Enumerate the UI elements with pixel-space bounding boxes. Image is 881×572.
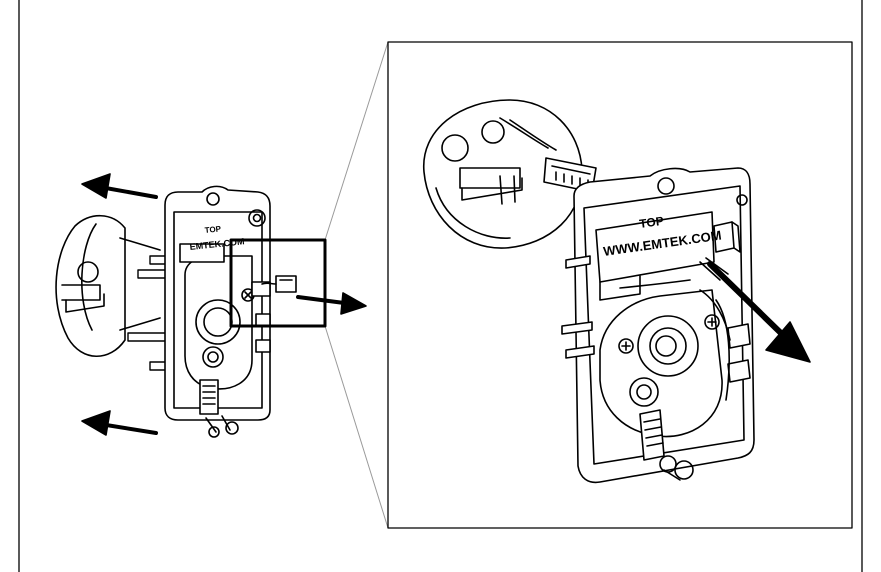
arrow-left-bottom [81, 410, 158, 436]
left-connector [261, 275, 297, 293]
zoom-rectangle [229, 238, 327, 328]
detail-spindle-housing [423, 99, 583, 249]
left-assembly [55, 173, 367, 438]
arrow-right-left [296, 292, 367, 315]
page-border [18, 0, 863, 572]
detail-arrow-pull [707, 261, 811, 363]
spindle-housing [55, 214, 161, 358]
left-label-top: TOP [204, 224, 222, 235]
left-plate [164, 185, 271, 438]
arrow-left-top [81, 173, 158, 199]
callout-lines [324, 41, 389, 529]
detail-assembly [423, 99, 811, 484]
detail-plate [561, 167, 755, 484]
detail-label-top: TOP [638, 214, 664, 231]
